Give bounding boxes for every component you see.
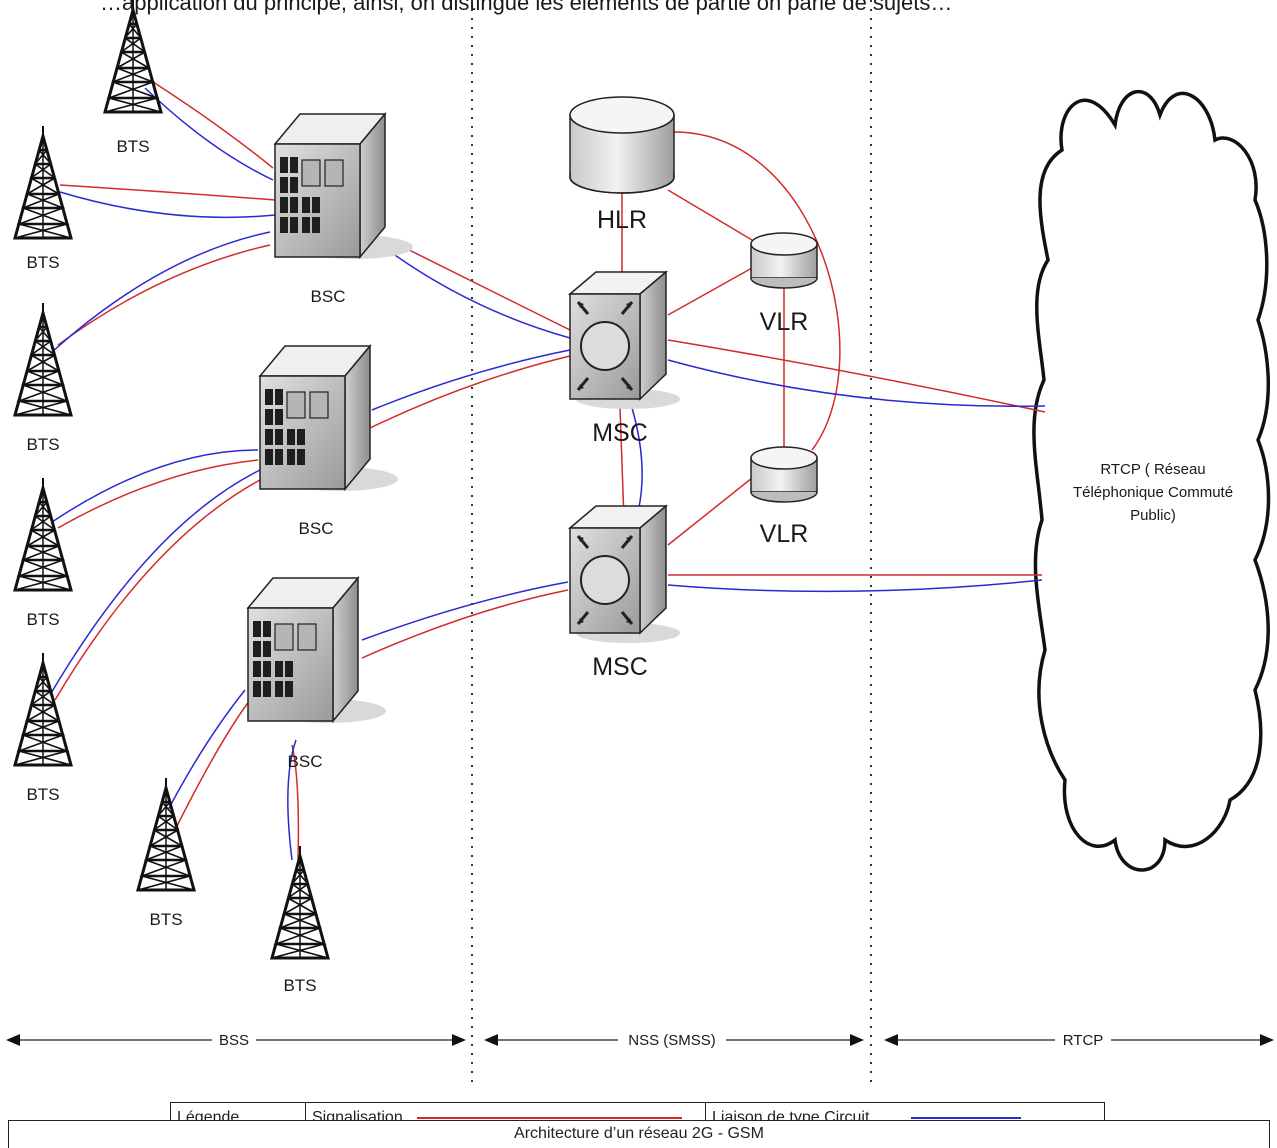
vlr-database-icon [750, 232, 818, 289]
vlr-label: VLR [760, 308, 809, 336]
rtcp-zone-label: RTCP [1063, 1032, 1104, 1049]
diagram-caption: Architecture d’un réseau 2G - GSM [8, 1120, 1270, 1148]
rtcp-cloud-label-line3: Public) [1130, 507, 1176, 524]
header-fragment: …application du principe, ainsi, on dist… [100, 0, 952, 15]
hlr-database-icon [569, 96, 675, 194]
msc-switch-icon [568, 270, 682, 411]
signal-links [54, 79, 1046, 861]
bts-tower-icon [136, 776, 196, 892]
bsc-icon [259, 345, 399, 492]
nss-zone-label: NSS (SMSS) [628, 1032, 716, 1049]
legend-circuit-swatch [911, 1117, 1022, 1119]
legend-signal-swatch [416, 1117, 682, 1119]
hlr-label: HLR [597, 206, 647, 234]
msc-label: MSC [592, 653, 648, 681]
rtcp-cloud-label-line2: Téléphonique Commuté [1073, 484, 1233, 501]
bts-tower-icon [13, 476, 73, 592]
bss-zone-label: BSS [219, 1032, 249, 1049]
nss-zone-arrow [484, 1030, 864, 1050]
bts-label: BTS [26, 253, 59, 272]
bts-label: BTS [283, 976, 316, 995]
bsc-icon [247, 577, 387, 724]
bsc-label: BSC [288, 752, 323, 771]
rtcp-cloud [1032, 89, 1271, 872]
bts-label: BTS [26, 610, 59, 629]
bts-label: BTS [149, 910, 182, 929]
bts-label: BTS [116, 137, 149, 156]
rtcp-zone-arrow [884, 1030, 1274, 1050]
bts-tower-icon [13, 651, 73, 767]
bsc-icon [274, 113, 414, 260]
circuit-links [49, 87, 1046, 861]
bts-label: BTS [26, 435, 59, 454]
vlr-label: VLR [760, 520, 809, 548]
bts-tower-icon [13, 124, 73, 240]
bsc-label: BSC [299, 519, 334, 538]
bsc-label: BSC [311, 287, 346, 306]
msc-label: MSC [592, 419, 648, 447]
bss-zone-arrow [6, 1030, 466, 1050]
msc-switch-icon [568, 504, 682, 645]
rtcp-cloud-label-line1: RTCP ( Réseau [1100, 461, 1205, 478]
bts-label: BTS [26, 785, 59, 804]
bts-tower-icon [270, 844, 330, 960]
bts-tower-icon [13, 301, 73, 417]
vlr-database-icon [750, 446, 818, 503]
